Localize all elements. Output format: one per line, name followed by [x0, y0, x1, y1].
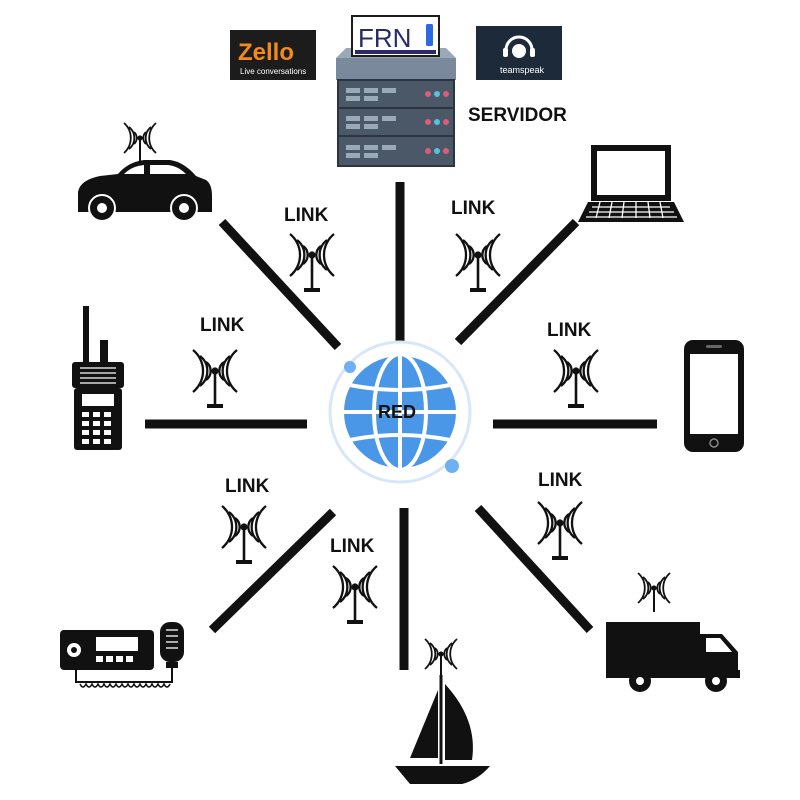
mobile-radio-icon — [60, 622, 184, 688]
server-label: SERVIDOR — [468, 105, 567, 126]
line-mobile-radio — [208, 508, 337, 634]
teamspeak-logo: teamspeak — [476, 26, 562, 80]
line-laptop — [454, 218, 580, 346]
teamspeak-logo-text: teamspeak — [500, 65, 545, 75]
laptop-icon — [578, 145, 684, 222]
hub-label: RED — [378, 402, 416, 422]
antenna-icon — [331, 564, 379, 626]
car-icon — [78, 122, 212, 222]
smartphone-icon — [684, 340, 744, 452]
server-icon — [336, 48, 456, 167]
link-label: LINK — [330, 536, 375, 557]
antenna-icon — [191, 348, 239, 410]
link-label: LINK — [538, 470, 583, 491]
frn-logo: FRN — [351, 15, 440, 57]
zello-logo-text: Zello — [238, 39, 294, 66]
hub-globe: RED — [328, 340, 472, 484]
antenna-icon — [454, 232, 502, 294]
line-truck — [474, 504, 594, 634]
antenna-icon — [288, 232, 336, 294]
antenna-icon — [552, 348, 600, 410]
truck-icon — [606, 572, 740, 692]
antenna-icon — [220, 504, 268, 566]
frn-logo-text: FRN — [358, 23, 411, 53]
sailboat-icon — [395, 638, 490, 784]
link-labels: LINK LINK LINK LINK LINK LINK LINK — [200, 198, 592, 557]
link-label: LINK — [451, 198, 496, 219]
zello-tagline: Live conversations — [240, 67, 306, 76]
link-label: LINK — [284, 205, 329, 226]
antenna-icon — [536, 500, 584, 562]
link-label: LINK — [547, 320, 592, 341]
link-label: LINK — [200, 315, 245, 336]
line-car — [218, 218, 342, 351]
zello-logo: Zello Live conversations — [230, 30, 316, 80]
handheld-radio-icon — [72, 306, 124, 450]
connection-lines — [145, 182, 657, 670]
link-label: LINK — [225, 476, 270, 497]
